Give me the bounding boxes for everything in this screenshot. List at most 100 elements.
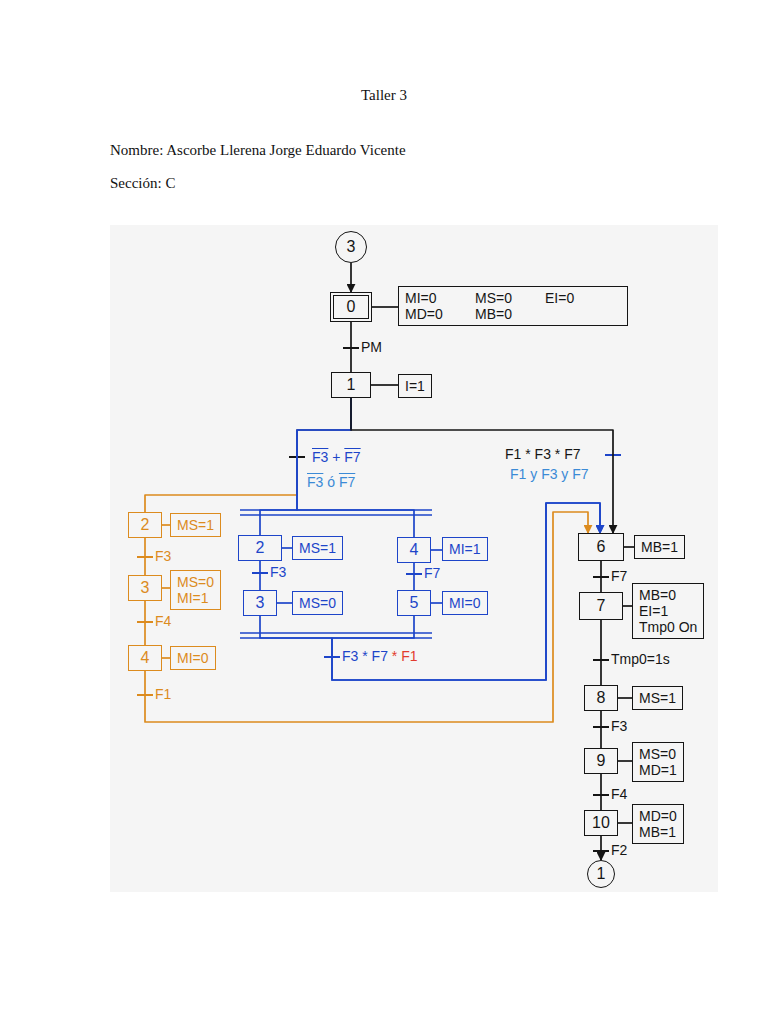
text-token: F1 xyxy=(401,648,417,664)
text-token: Eduardo xyxy=(306,142,357,158)
step-box: 5 xyxy=(397,590,431,616)
connector xyxy=(600,561,602,592)
text-token: F7 xyxy=(424,565,440,581)
action-text: EI=1 xyxy=(639,603,697,619)
connector xyxy=(144,538,146,575)
text-token: Tmp0=1s xyxy=(611,651,670,667)
text-token: F3 xyxy=(312,449,328,465)
connector xyxy=(600,774,602,810)
connector xyxy=(145,398,351,512)
text-token: y xyxy=(561,466,568,482)
connector-circle: 3 xyxy=(335,231,367,263)
action-text: MS=0 xyxy=(639,746,677,762)
connector xyxy=(371,384,398,386)
step-number: 4 xyxy=(410,541,419,559)
text-token: F3 xyxy=(155,548,171,564)
text-token xyxy=(388,648,392,664)
step-box: 7 xyxy=(579,592,623,620)
text-token: F7 xyxy=(339,474,355,490)
text-token: * xyxy=(525,446,530,462)
parallel-bar xyxy=(240,632,432,634)
text-token: ó xyxy=(327,474,335,490)
action-box: MS=0 xyxy=(292,591,343,615)
text-token: Ascorbe xyxy=(166,142,216,158)
text-token xyxy=(328,449,332,465)
action-box: MI=0MS=0EI=0MD=0MB=0 xyxy=(398,286,628,326)
text-token xyxy=(368,648,372,664)
text-token: F3 xyxy=(307,474,323,490)
connector xyxy=(260,503,600,680)
action-box: I=1 xyxy=(398,374,432,398)
action-box: MS=1 xyxy=(632,686,683,710)
text-token: F7 xyxy=(611,568,627,584)
transition-note: F3 ó F7 xyxy=(307,474,355,490)
connector xyxy=(600,836,602,860)
action-text: MS=0 xyxy=(299,595,336,611)
text-token: Jorge xyxy=(270,142,302,158)
transition-condition: F1 * F3 * F7 xyxy=(505,446,581,462)
text-token: F3 xyxy=(270,564,286,580)
action-text: MI=0 xyxy=(449,595,481,611)
transition-condition: F4 xyxy=(611,786,627,802)
connector xyxy=(297,398,414,537)
action-text: MB=0 xyxy=(475,306,545,322)
step-number: 9 xyxy=(597,752,606,770)
transition-condition: F7 xyxy=(424,565,440,581)
text-token: F7 xyxy=(372,648,388,664)
step-number: 6 xyxy=(597,538,606,556)
step-box: 1 xyxy=(331,372,371,398)
step-number: 8 xyxy=(597,689,606,707)
text-token xyxy=(323,474,327,490)
transition-condition: Tmp0=1s xyxy=(611,651,670,667)
action-text: MS=1 xyxy=(299,540,336,556)
text-token xyxy=(163,142,166,158)
text-token: F7 xyxy=(572,466,588,482)
text-token xyxy=(560,446,564,462)
transition-condition: F2 xyxy=(611,842,627,858)
text-token: F4 xyxy=(155,613,171,629)
text-token: Llerena xyxy=(220,142,266,158)
text-token: PM xyxy=(361,339,382,355)
step-number: 10 xyxy=(592,814,610,832)
connector xyxy=(624,546,634,548)
parallel-bar xyxy=(240,514,432,516)
text-token: F1 xyxy=(510,466,526,482)
connector xyxy=(145,512,588,722)
connector xyxy=(372,306,398,308)
connector xyxy=(600,711,602,748)
text-token: F7 xyxy=(344,449,360,465)
connector-number: 1 xyxy=(597,865,606,883)
text-token: F2 xyxy=(611,842,627,858)
text-token xyxy=(526,466,530,482)
text-token: y xyxy=(530,466,537,482)
step-number: 0 xyxy=(347,298,356,316)
step-number: 4 xyxy=(141,649,150,667)
text-token xyxy=(557,466,561,482)
connector xyxy=(162,587,170,589)
transition-condition: PM xyxy=(361,339,382,355)
transition-condition: F3 + F7 xyxy=(312,449,361,465)
action-text: MI=1 xyxy=(177,590,214,606)
step-box: 8 xyxy=(584,685,618,711)
text-token xyxy=(335,474,339,490)
text-token: F1 xyxy=(505,446,521,462)
action-box: MI=0 xyxy=(442,591,488,615)
step-number: 1 xyxy=(347,376,356,394)
text-token xyxy=(537,466,541,482)
text-token: F7 xyxy=(564,446,580,462)
text-token xyxy=(356,142,359,158)
step-box: 4 xyxy=(128,645,162,671)
text-token xyxy=(568,466,572,482)
action-box: MI=0 xyxy=(170,646,216,670)
text-token xyxy=(397,648,401,664)
action-box: MB=1 xyxy=(634,535,685,559)
text-token: Sección: xyxy=(110,175,162,191)
text-token: F3 xyxy=(535,446,551,462)
action-text: MB=1 xyxy=(639,824,677,840)
text-token xyxy=(266,142,270,158)
action-text: MI=0 xyxy=(405,290,475,306)
text-token: F4 xyxy=(611,786,627,802)
step-box: 2 xyxy=(128,512,162,538)
action-box: MS=0MI=1 xyxy=(170,570,221,610)
connector-circle: 1 xyxy=(587,860,615,888)
